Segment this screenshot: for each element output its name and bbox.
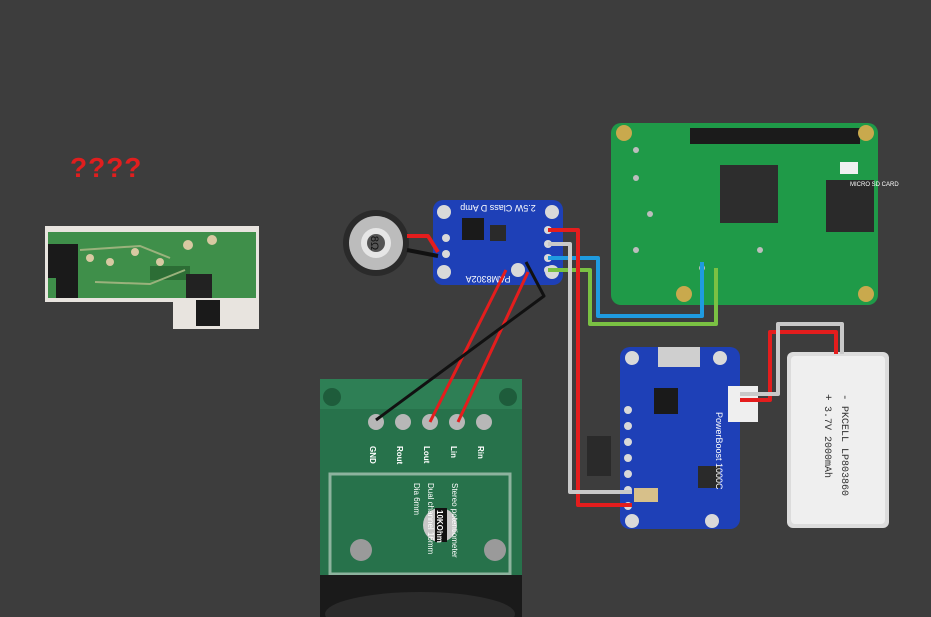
pot-pin-label: GND bbox=[368, 446, 377, 464]
powerboost-title: PowerBoost 1000C bbox=[714, 412, 724, 490]
amp-board bbox=[433, 200, 563, 285]
lipo-battery bbox=[787, 352, 889, 528]
amp-part-label: PAM8302A bbox=[466, 274, 511, 284]
pot-spec-text: Stereo potentiometer Dual channel 16mm D… bbox=[412, 483, 459, 558]
wire-speaker-minus bbox=[406, 248, 439, 258]
powerboost-board bbox=[587, 347, 758, 529]
unknown-audio-board bbox=[45, 226, 259, 329]
amp-title: 2.5W Class D Amp bbox=[460, 203, 536, 213]
raspberry-pi-board bbox=[611, 123, 878, 305]
wire-gnd bbox=[375, 261, 546, 422]
wire-lin bbox=[428, 269, 508, 423]
speaker bbox=[343, 210, 409, 276]
wire-pi-audio-l bbox=[548, 256, 704, 318]
battery-rating: 3.7V 2000mAh bbox=[821, 406, 833, 478]
unknown-part-label: ???? bbox=[70, 152, 143, 183]
battery-model: PKCELL LP803860 bbox=[838, 406, 849, 496]
wire-rin bbox=[456, 271, 530, 423]
pot-pin-label: Rin bbox=[476, 446, 485, 459]
sd-card-label: MICRO SD CARD bbox=[850, 182, 899, 188]
pot-pin-label: Lin bbox=[449, 446, 458, 458]
wire-battery-plus bbox=[740, 330, 838, 402]
speaker-label: 8Ω bbox=[368, 236, 380, 250]
pot-resistance-tag bbox=[435, 508, 447, 542]
pot-spec-line: Dual channel 16mm bbox=[426, 483, 435, 554]
wire-boost-5v bbox=[548, 228, 632, 507]
wire-battery-minus bbox=[740, 322, 844, 396]
potentiometer-board bbox=[320, 379, 522, 617]
wires bbox=[375, 228, 844, 507]
wire-speaker-plus bbox=[407, 234, 440, 254]
battery-plus: + bbox=[821, 394, 833, 401]
pot-pin-label: Lout bbox=[422, 446, 431, 464]
pot-resistance-label: 10KOhm bbox=[435, 510, 444, 543]
wire-boost-gnd bbox=[548, 242, 632, 494]
pot-spec-line: Stereo potentiometer bbox=[450, 483, 459, 558]
battery-minus: - bbox=[838, 394, 850, 401]
pot-spec-line: Dia 6mm bbox=[412, 483, 421, 515]
pot-pin-labels: GND Rout Lout Lin Rin bbox=[368, 446, 485, 465]
pot-pin-label: Rout bbox=[395, 446, 404, 465]
